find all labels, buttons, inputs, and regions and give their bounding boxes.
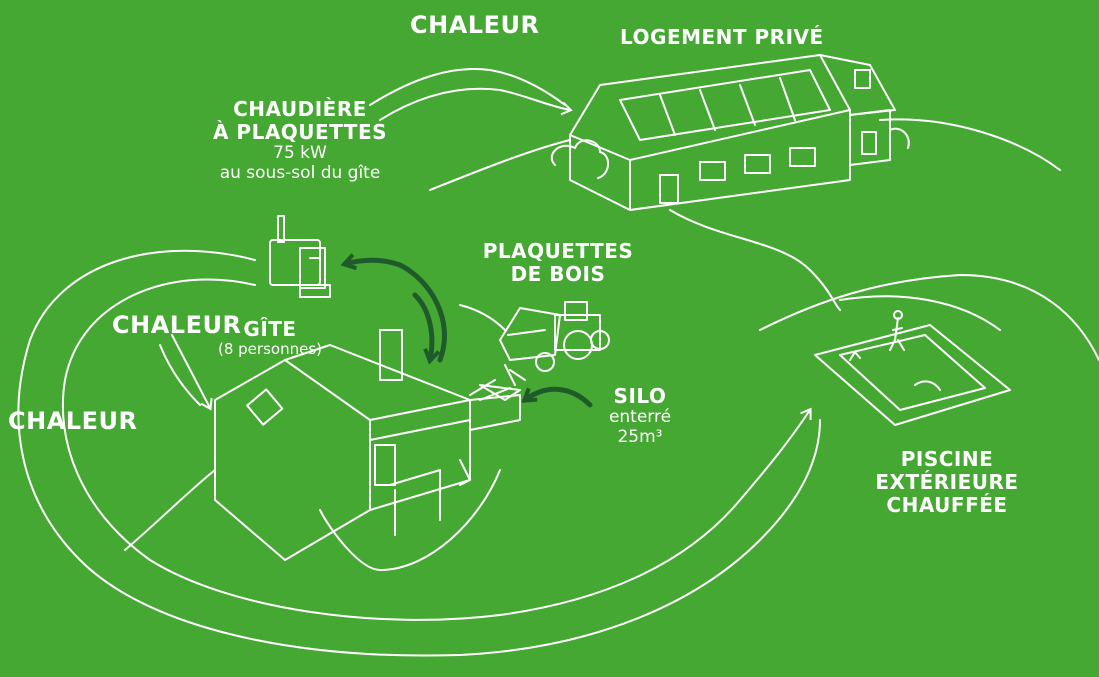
hill-line — [429, 139, 571, 191]
dark-arrow-to-boiler — [345, 260, 447, 363]
chaudiere-title: CHAUDIÈRE — [233, 97, 367, 121]
plaquettes-label-group: PLAQUETTES DE BOIS — [478, 240, 638, 286]
silo-drawing — [469, 379, 521, 401]
piscine-line2: EXTÉRIEURE — [875, 470, 1019, 494]
silo-volume: 25m³ — [617, 426, 663, 447]
chaleur-left-label: CHALEUR — [112, 311, 242, 339]
gite-title: GÎTE — [243, 317, 297, 341]
boiler-drawing — [269, 215, 331, 298]
piscine-line1: PISCINE — [900, 447, 994, 471]
chaudiere-location: au sous-sol du gîte — [219, 162, 381, 183]
silo-label-group: SILO enterré 25m³ — [600, 385, 680, 447]
piscine-line3: CHAUFFÉE — [886, 493, 1008, 517]
plaquettes-title: PLAQUETTES — [482, 239, 634, 263]
pool-drawing — [814, 310, 1011, 426]
gite-capacity: (8 personnes) — [218, 340, 322, 358]
chaleur-far-left-label: CHALEUR — [8, 407, 138, 435]
gite-label-group: GÎTE (8 personnes) — [215, 318, 325, 358]
tractor-drawing — [499, 301, 610, 386]
dark-arrow-to-silo-left — [412, 292, 432, 360]
logement-prive-label: LOGEMENT PRIVÉ — [620, 25, 824, 49]
silo-type: enterré — [608, 407, 672, 427]
chaudiere-label-group: CHAUDIÈRE À PLAQUETTES 75 kW au sous-sol… — [200, 98, 400, 183]
house-drawing — [550, 54, 910, 211]
silo-title: SILO — [613, 384, 667, 408]
chaudiere-subtitle: À PLAQUETTES — [212, 120, 388, 144]
chaleur-top-label: CHALEUR — [410, 11, 540, 39]
piscine-label-group: PISCINE EXTÉRIEURE CHAUFFÉE — [862, 448, 1032, 517]
plaquettes-subtitle: DE BOIS — [510, 262, 606, 286]
gite-drawing — [214, 329, 521, 571]
chaudiere-power: 75 kW — [273, 143, 327, 163]
outer-heat-arrow — [17, 249, 821, 657]
dark-arrow-from-silo — [525, 386, 593, 408]
